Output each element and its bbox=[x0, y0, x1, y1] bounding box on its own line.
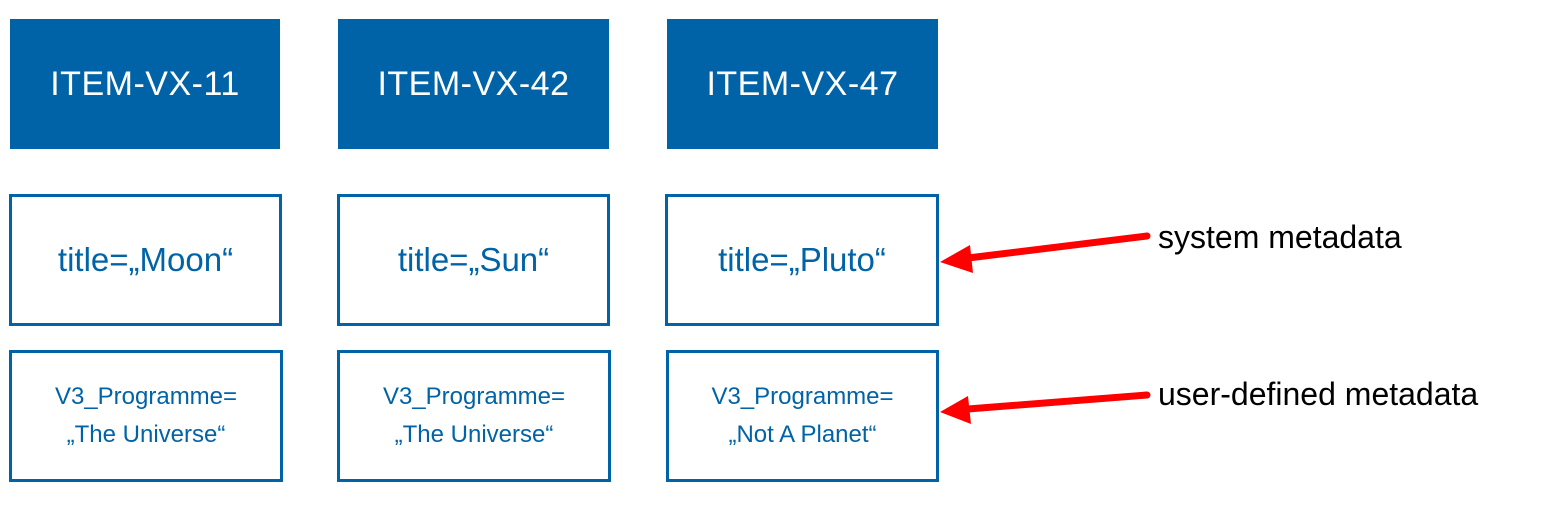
user-metadata-key: V3_Programme= bbox=[54, 383, 238, 410]
system-metadata-arrow bbox=[940, 232, 1151, 273]
system-metadata-box-2: title=„Sun“ bbox=[337, 194, 610, 326]
system-metadata-box-3: title=„Pluto“ bbox=[665, 194, 939, 326]
user-metadata-label: user-defined metadata bbox=[1158, 376, 1479, 412]
user-metadata-value: „The Universe“ bbox=[66, 421, 226, 448]
item-id-label: ITEM-VX-42 bbox=[377, 64, 570, 103]
system-metadata-box-1: title=„Moon“ bbox=[9, 194, 282, 326]
user-metadata-value: „Not A Planet“ bbox=[728, 421, 877, 448]
user-metadata-value: „The Universe“ bbox=[394, 421, 554, 448]
user-metadata-box-3: V3_Programme= „Not A Planet“ bbox=[666, 350, 939, 482]
user-metadata-box-2: V3_Programme= „The Universe“ bbox=[337, 350, 611, 482]
item-header-2: ITEM-VX-42 bbox=[338, 19, 609, 149]
item-id-label: ITEM-VX-47 bbox=[706, 64, 899, 103]
system-metadata-text: title=„Moon“ bbox=[57, 241, 234, 278]
user-metadata-key: V3_Programme= bbox=[711, 383, 894, 410]
item-header-1: ITEM-VX-11 bbox=[10, 19, 280, 149]
system-metadata-text: title=„Pluto“ bbox=[718, 241, 886, 278]
item-id-label: ITEM-VX-11 bbox=[50, 64, 240, 103]
system-metadata-text: title=„Sun“ bbox=[397, 241, 550, 278]
user-metadata-arrow bbox=[940, 391, 1151, 424]
user-metadata-box-1: V3_Programme= „The Universe“ bbox=[9, 350, 283, 482]
user-metadata-key: V3_Programme= bbox=[382, 383, 566, 410]
item-header-3: ITEM-VX-47 bbox=[667, 19, 938, 149]
system-metadata-label: system metadata bbox=[1158, 219, 1402, 255]
